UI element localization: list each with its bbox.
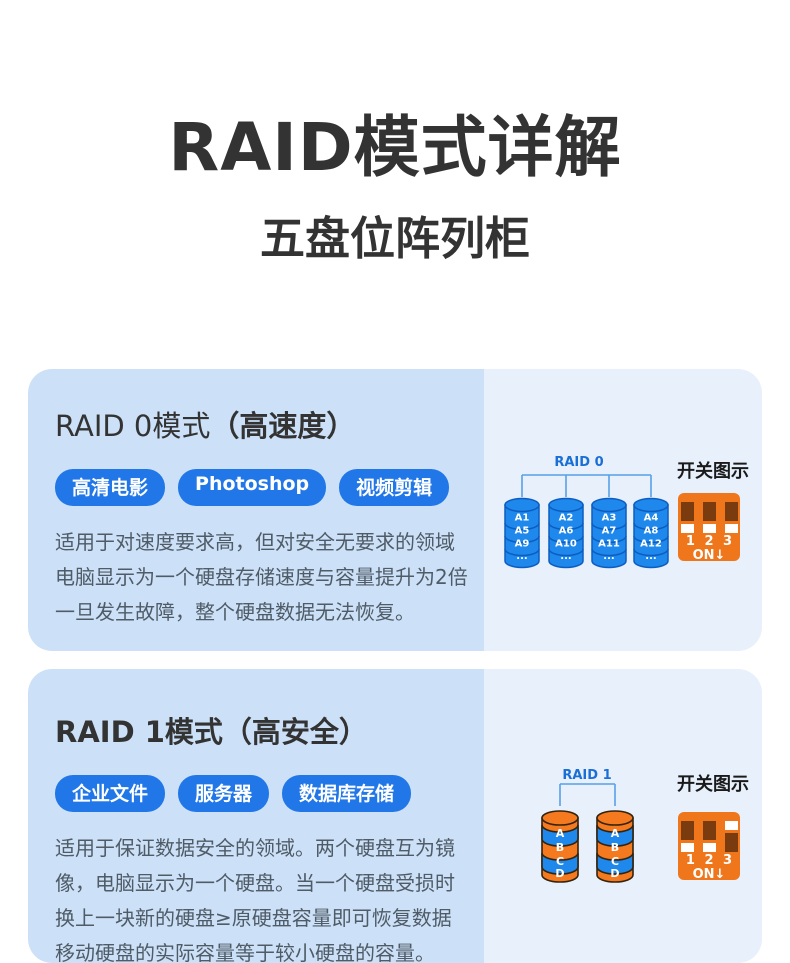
raid1-card-title: RAID 1模式（高安全） [55,709,484,751]
disk-block-label: A12 [640,538,662,549]
disk-cylinder: A B C D [596,810,634,883]
page-header: RAID模式详解 五盘位阵列柜 [0,0,790,267]
dip-switch-slot-up [724,501,738,533]
tag-database-storage: 数据库存储 [282,774,412,812]
raid1-diagram-label: RAID 1 [562,767,612,783]
dip-switch-slot-down [724,820,738,852]
disk-block-label: A8 [644,525,659,536]
dip-switch-numbers: 1 2 3 [685,533,733,549]
raid1-description: 适用于保证数据安全的领域。两个硬盘互为镜 像，电脑显示为一个硬盘。当一个硬盘受损… [55,831,484,963]
description-line: 适用于对速度要求高，但对安全无要求的领域 [55,529,455,554]
disk-block-label: ... [603,551,614,562]
disk-cylinder: A2 A6 A10 ... [548,497,584,569]
page-title: RAID模式详解 [168,109,622,186]
raid0-dip-switch: 1 2 3 ON↓ [678,492,740,563]
disk-block-label: A7 [602,525,617,536]
disk-block-label: D [610,867,619,880]
disk-block-label: A5 [515,525,530,536]
raid1-text-section: RAID 1模式（高安全） 企业文件 服务器 数据库存储 适用于保证数据安全的领… [28,668,484,963]
raid0-card: RAID 0模式（高速度） 高清电影 Photoshop 视频剪辑 适用于对速度… [28,368,762,651]
raid1-switch-label: 开关图示 [677,773,749,795]
dip-switch-slot-up [680,820,694,852]
disk-cylinder: A3 A7 A11 ... [591,497,627,569]
raid1-card: RAID 1模式（高安全） 企业文件 服务器 数据库存储 适用于保证数据安全的领… [28,668,762,963]
description-line: 像，电脑显示为一个硬盘。当一个硬盘受损时 [55,870,455,895]
raid0-title-paren: （高速度） [210,408,356,443]
raid0-bracket-lines [521,474,652,497]
dip-switch-on-label: ON↓ [692,547,726,563]
description-line: 电脑显示为一个硬盘存储速度与容量提升为2倍 [55,564,468,589]
disk-block-label: ... [645,551,656,562]
raid1-title-paren: （高安全） [222,714,368,749]
disk-block-label: A [611,827,620,840]
disk-block-label: C [611,855,619,868]
raid0-card-title: RAID 0模式（高速度） [55,403,484,445]
raid0-switch-label: 开关图示 [677,460,749,482]
dip-switch-slot-up [680,501,694,533]
tag-enterprise-files: 企业文件 [55,774,166,812]
raid0-text-section: RAID 0模式（高速度） 高清电影 Photoshop 视频剪辑 适用于对速度… [28,368,484,651]
raid0-tag-row: 高清电影 Photoshop 视频剪辑 [55,468,484,506]
tag-hd-movie: 高清电影 [55,468,166,506]
disk-block-label: A1 [515,512,530,523]
tag-server: 服务器 [178,774,270,812]
raid1-tag-row: 企业文件 服务器 数据库存储 [55,774,484,812]
raid0-description: 适用于对速度要求高，但对安全无要求的领域 电脑显示为一个硬盘存储速度与容量提升为… [55,525,484,630]
dip-switch-on-label: ON↓ [692,866,726,882]
raid0-diagram-label: RAID 0 [554,454,604,470]
disk-block-label: D [555,867,564,880]
description-line: 移动硬盘的实际容量等于较小硬盘的容量。 [55,940,435,963]
disk-block-label: ... [560,551,571,562]
disk-block-label: A6 [559,525,574,536]
raid1-title-main: RAID 1模式 [55,714,223,749]
dip-switch-numbers: 1 2 3 [685,852,733,868]
description-line: 适用于保证数据安全的领域。两个硬盘互为镜 [55,835,455,860]
disk-block-label: C [556,855,564,868]
disk-block-label: ... [516,551,527,562]
dip-switch-slot-up [702,820,716,852]
disk-block-label: A10 [555,538,577,549]
tag-photoshop: Photoshop [178,468,327,506]
disk-cylinder: A4 A8 A12 ... [633,497,669,569]
disk-block-label: A9 [515,538,530,549]
disk-block-label: A4 [644,512,659,523]
disk-block-label: B [611,841,619,854]
description-line: 换上一块新的硬盘≥原硬盘容量即可恢复数据 [55,905,452,930]
disk-block-label: B [556,841,564,854]
tag-video-editing: 视频剪辑 [339,468,450,506]
disk-block-label: A11 [598,538,620,549]
disk-cylinder: A B C D [541,810,579,883]
description-line: 一旦发生故障，整个硬盘数据无法恢复。 [55,599,415,624]
raid1-dip-switch: 1 2 3 ON↓ [678,811,740,882]
raid1-bracket-lines [559,783,616,806]
raid1-diagram-panel: RAID 1 A B C D A B C D 开关图示 [484,668,762,963]
raid0-diagram-panel: RAID 0 A1 A5 A9 ... A2 A6 A10 ... [484,368,762,651]
raid0-title-main: RAID 0模式 [55,408,211,443]
page-subtitle: 五盘位阵列柜 [259,211,530,265]
dip-switch-slot-up [702,501,716,533]
dip-switch-slots [680,501,738,533]
dip-switch-slots [680,820,738,852]
disk-block-label: A2 [559,512,574,523]
disk-cylinder: A1 A5 A9 ... [504,497,540,569]
disk-block-label: A3 [602,512,617,523]
disk-block-label: A [556,827,565,840]
